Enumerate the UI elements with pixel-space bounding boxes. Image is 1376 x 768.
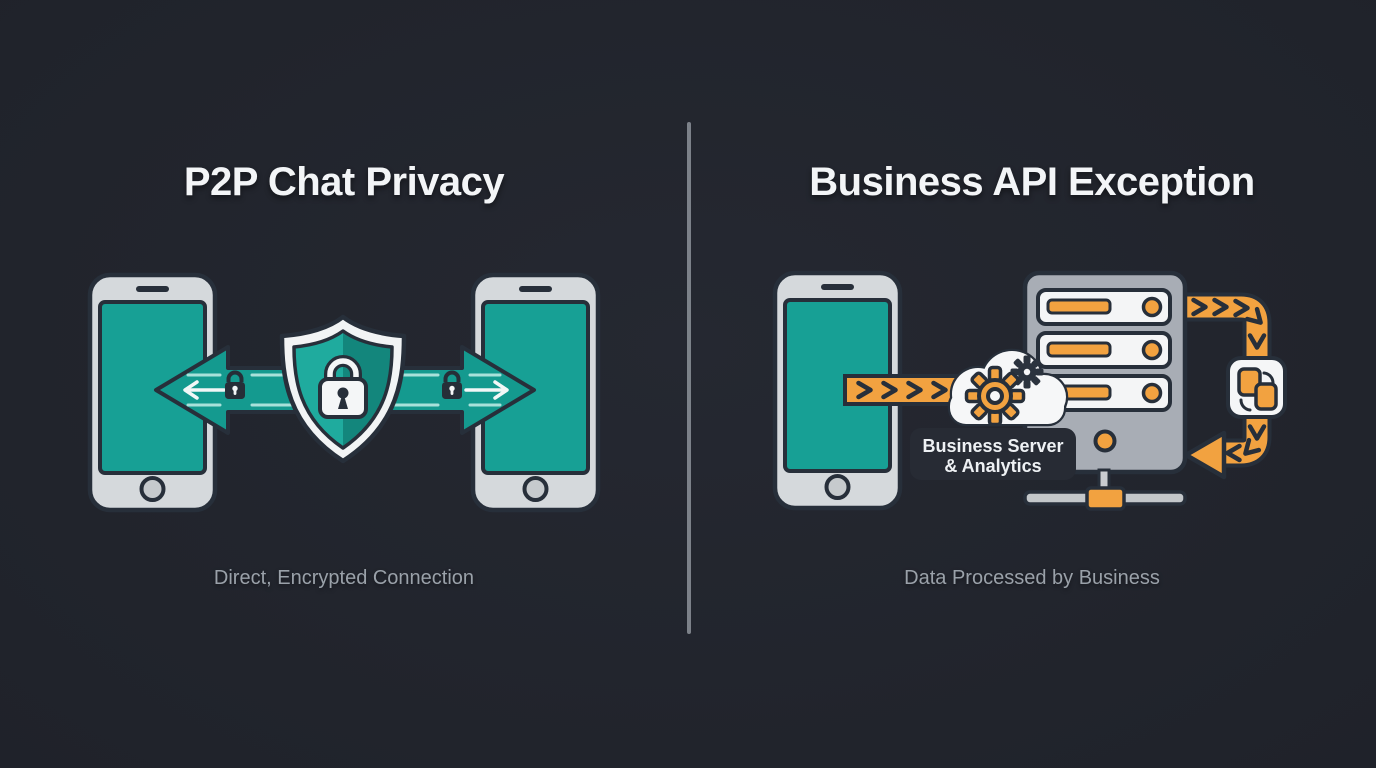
right-panel-caption: Data Processed by Business (904, 566, 1160, 589)
server-label-line1: Business Server (922, 436, 1063, 456)
server-rack-icon (1022, 270, 1188, 511)
business-api-illustration: Business Server & Analytics (775, 270, 1287, 511)
panel-divider (687, 122, 691, 634)
cloud-processing-icon (947, 348, 1069, 427)
white-direction-arrows (183, 380, 509, 400)
left-panel-caption: Direct, Encrypted Connection (213, 566, 475, 589)
gear-small-icon (1010, 355, 1044, 389)
server-slots (1036, 288, 1172, 412)
right-panel-title: Business API Exception (809, 159, 1255, 204)
server-label-line2: & Analytics (944, 456, 1041, 476)
data-flow-band-icon (843, 374, 969, 406)
left-panel-title: P2P Chat Privacy (183, 159, 505, 204)
server-label-badge: Business Server & Analytics (910, 428, 1076, 480)
data-sync-copy-icon (1226, 356, 1287, 419)
padlock-icon (318, 355, 368, 419)
shield-lock-icon (279, 314, 407, 464)
gear-large-icon (964, 365, 1026, 427)
server-stand (1023, 468, 1187, 511)
p2p-illustration (90, 275, 598, 510)
